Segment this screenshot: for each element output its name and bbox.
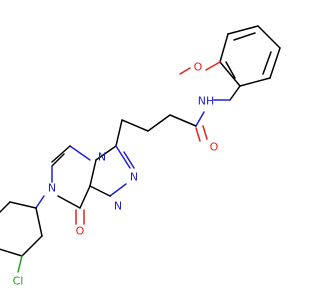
- triazole-nitrogen-right-label: N: [130, 171, 138, 184]
- triazole-ring: [89, 145, 135, 197]
- amide-nh-label: NH: [198, 95, 215, 108]
- molecule-structure: O NH O N N N N O Cl: [0, 25, 281, 288]
- chlorine-bond: [17, 255, 23, 273]
- amide-oxygen-label: O: [210, 141, 219, 154]
- methoxyphenyl-ring: [219, 25, 281, 87]
- pyrazine-nitrogen-label: N: [48, 182, 56, 195]
- triazole-nitrogen-upper-label: N: [98, 151, 106, 164]
- triazole-nitrogen-lower-label: N: [114, 200, 122, 213]
- methoxy-oxygen-label: O: [194, 61, 203, 74]
- methoxy-group: [179, 61, 221, 75]
- benzyl-linker: [213, 85, 241, 101]
- oxo-oxygen-label: O: [76, 225, 85, 238]
- butanamide-chain: [115, 111, 208, 147]
- chlorine-label: Cl: [13, 275, 24, 288]
- chlorophenyl-ring: [0, 195, 45, 257]
- pyrazinone-ring: [51, 145, 91, 225]
